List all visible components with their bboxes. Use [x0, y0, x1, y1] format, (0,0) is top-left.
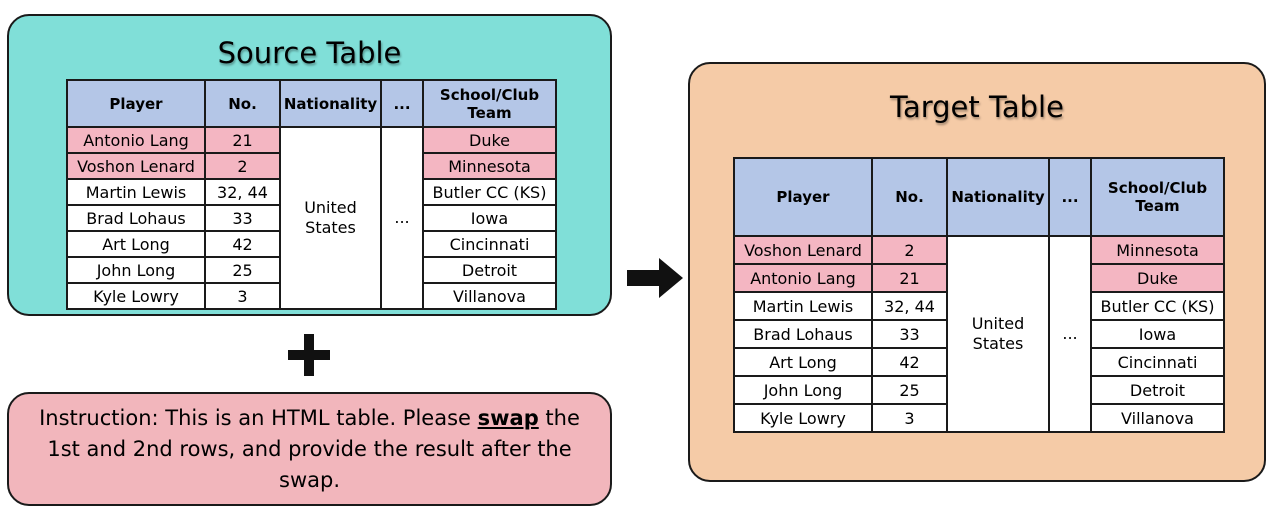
instruction-keyword: swap — [477, 405, 539, 430]
target-panel: Target Table Player No. Nationality ... … — [688, 62, 1266, 482]
school-cell: Iowa — [422, 204, 557, 232]
header-no: No. — [204, 79, 281, 128]
header-nationality: Nationality — [946, 157, 1050, 237]
source-table: Player No. Nationality ... School/Club T… — [66, 79, 557, 310]
player-cell: Art Long — [733, 347, 873, 377]
player-cell: John Long — [66, 256, 206, 284]
number-cell: 21 — [204, 126, 281, 154]
player-cell: Kyle Lowry — [733, 403, 873, 433]
player-cell: Brad Lohaus — [66, 204, 206, 232]
school-cell: Minnesota — [422, 152, 557, 180]
source-panel: Source Table Player No. Nationality ... … — [7, 14, 612, 316]
number-cell: 42 — [871, 347, 948, 377]
player-cell: Voshon Lenard — [733, 235, 873, 265]
school-cell: Iowa — [1090, 319, 1225, 349]
school-cell: Duke — [422, 126, 557, 154]
number-cell: 33 — [204, 204, 281, 232]
player-cell: Art Long — [66, 230, 206, 258]
instruction-panel: Instruction: This is an HTML table. Plea… — [7, 392, 612, 506]
header-player: Player — [733, 157, 873, 237]
nationality-cell: United States — [946, 235, 1050, 433]
plus-icon — [288, 334, 330, 376]
header-school: School/Club Team — [1090, 157, 1225, 237]
player-cell: Brad Lohaus — [733, 319, 873, 349]
ellipsis-cell: ... — [380, 126, 424, 310]
number-cell: 2 — [204, 152, 281, 180]
school-cell: Cincinnati — [422, 230, 557, 258]
player-cell: Kyle Lowry — [66, 282, 206, 310]
number-cell: 3 — [204, 282, 281, 310]
number-cell: 25 — [204, 256, 281, 284]
target-title: Target Table — [890, 90, 1064, 124]
player-cell: Antonio Lang — [733, 263, 873, 293]
school-cell: Butler CC (KS) — [422, 178, 557, 206]
target-table: Player No. Nationality ... School/Club T… — [733, 157, 1225, 433]
school-cell: Duke — [1090, 263, 1225, 293]
ellipsis-cell: ... — [1048, 235, 1092, 433]
player-cell: John Long — [733, 375, 873, 405]
player-cell: Martin Lewis — [66, 178, 206, 206]
header-player: Player — [66, 79, 206, 128]
number-cell: 32, 44 — [204, 178, 281, 206]
player-cell: Voshon Lenard — [66, 152, 206, 180]
right-arrow-icon — [627, 258, 683, 298]
table-header-row: Player No. Nationality ... School/Club T… — [733, 157, 1225, 237]
number-cell: 32, 44 — [871, 291, 948, 321]
school-cell: Butler CC (KS) — [1090, 291, 1225, 321]
number-cell: 42 — [204, 230, 281, 258]
school-cell: Minnesota — [1090, 235, 1225, 265]
school-cell: Cincinnati — [1090, 347, 1225, 377]
number-cell: 25 — [871, 375, 948, 405]
header-ellipsis: ... — [1048, 157, 1092, 237]
school-cell: Villanova — [1090, 403, 1225, 433]
number-cell: 3 — [871, 403, 948, 433]
school-cell: Detroit — [1090, 375, 1225, 405]
header-ellipsis: ... — [380, 79, 424, 128]
number-cell: 2 — [871, 235, 948, 265]
school-cell: Detroit — [422, 256, 557, 284]
number-cell: 21 — [871, 263, 948, 293]
nationality-cell: United States — [279, 126, 382, 310]
instruction-text: Instruction: This is an HTML table. Plea… — [27, 403, 592, 496]
instruction-prefix: Instruction: This is an HTML table. Plea… — [39, 405, 478, 430]
header-school: School/Club Team — [422, 79, 557, 128]
header-no: No. — [871, 157, 948, 237]
player-cell: Martin Lewis — [733, 291, 873, 321]
player-cell: Antonio Lang — [66, 126, 206, 154]
school-cell: Villanova — [422, 282, 557, 310]
instruction-suffix: the 1st and 2nd rows, and provide the re… — [47, 405, 580, 492]
source-title: Source Table — [217, 36, 402, 70]
table-header-row: Player No. Nationality ... School/Club T… — [66, 79, 557, 128]
number-cell: 33 — [871, 319, 948, 349]
header-nationality: Nationality — [279, 79, 382, 128]
